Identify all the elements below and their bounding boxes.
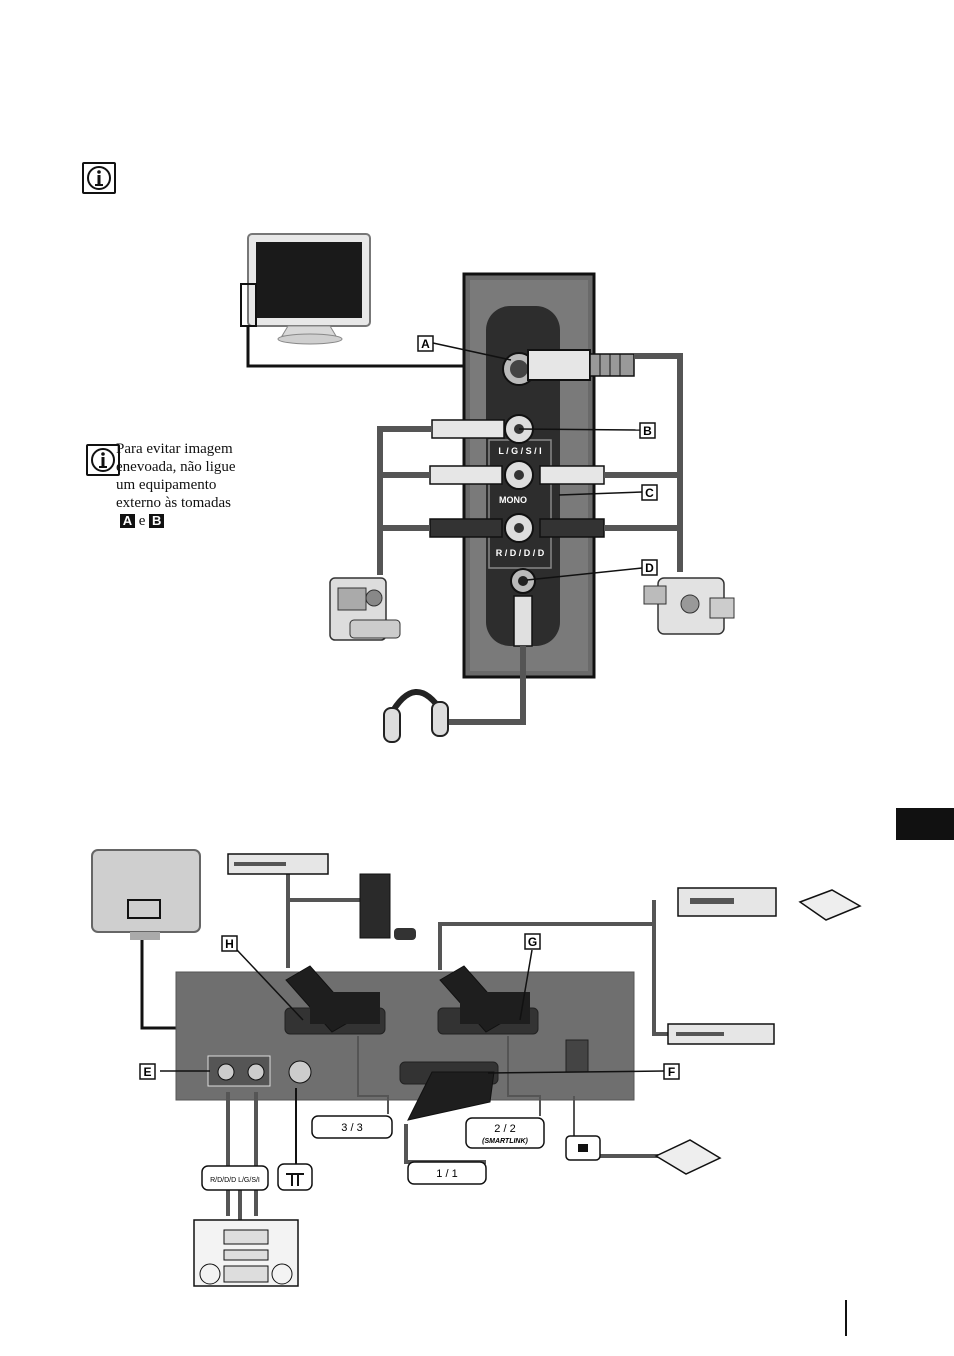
- audio-out-label: R/D/D/D L/G/S/I: [210, 1177, 260, 1184]
- note-text: Para evitar imagem enevoada, não ligue u…: [116, 440, 256, 530]
- letter-b-badge: B: [149, 514, 165, 528]
- note-line: um equipamento: [116, 477, 217, 493]
- note-line: Para evitar imagem: [116, 441, 233, 457]
- label-e: E: [143, 1065, 151, 1079]
- camcorder-right-illustration: [643, 577, 735, 635]
- note-last-line: A e B: [116, 512, 256, 530]
- jack-label-mono: MONO: [499, 495, 527, 505]
- headphones-illustration: [383, 689, 449, 743]
- label-b: B: [643, 424, 652, 438]
- decoder-box-bottom: [654, 1139, 722, 1175]
- section-tab-marker: [896, 808, 954, 840]
- label-f: F: [668, 1065, 675, 1079]
- scart-label-av3: 3 / 3: [341, 1122, 362, 1134]
- scart-label-smartlink: (SMARTLINK): [482, 1138, 528, 1145]
- camcorder-left-illustration: [329, 577, 401, 641]
- page-margin-bar: [845, 1300, 847, 1336]
- dvd-recorder-right: [667, 1023, 775, 1045]
- scart-label-av2: 2 / 2: [494, 1123, 515, 1135]
- jack-label-right: R / D / D / D: [496, 548, 545, 558]
- tv-back-illustration: [91, 849, 201, 940]
- note-line: enevoada, não ligue: [116, 459, 236, 475]
- decoder-box-right: [798, 889, 862, 921]
- label-c: C: [645, 486, 654, 500]
- vcr-right: [677, 887, 777, 917]
- dvd-player-top: [227, 853, 329, 875]
- label-g: G: [528, 935, 537, 949]
- info-icon: [82, 162, 116, 194]
- note-info-icon: [86, 444, 120, 476]
- hifi-system-illustration: [193, 1219, 299, 1287]
- jack-label-left: L / G / S / I: [498, 446, 541, 456]
- letter-a-badge: A: [120, 514, 135, 528]
- rear-connection-diagram: 3 / 3 2 / 2 (SMARTLINK) 1 / 1 R/D/D/D L/…: [91, 849, 862, 1287]
- label-a: A: [421, 337, 430, 351]
- scart-label-av1: 1 / 1: [436, 1168, 457, 1180]
- front-connection-diagram: L / G / S / I MONO R / D / D / D A B C D: [240, 233, 735, 743]
- label-d: D: [645, 561, 654, 575]
- label-h: H: [225, 937, 234, 951]
- note-line: externo às tomadas: [116, 495, 231, 511]
- game-console: [359, 873, 416, 940]
- note-connector: e: [138, 513, 146, 529]
- tv-monitor-illustration: [240, 233, 371, 345]
